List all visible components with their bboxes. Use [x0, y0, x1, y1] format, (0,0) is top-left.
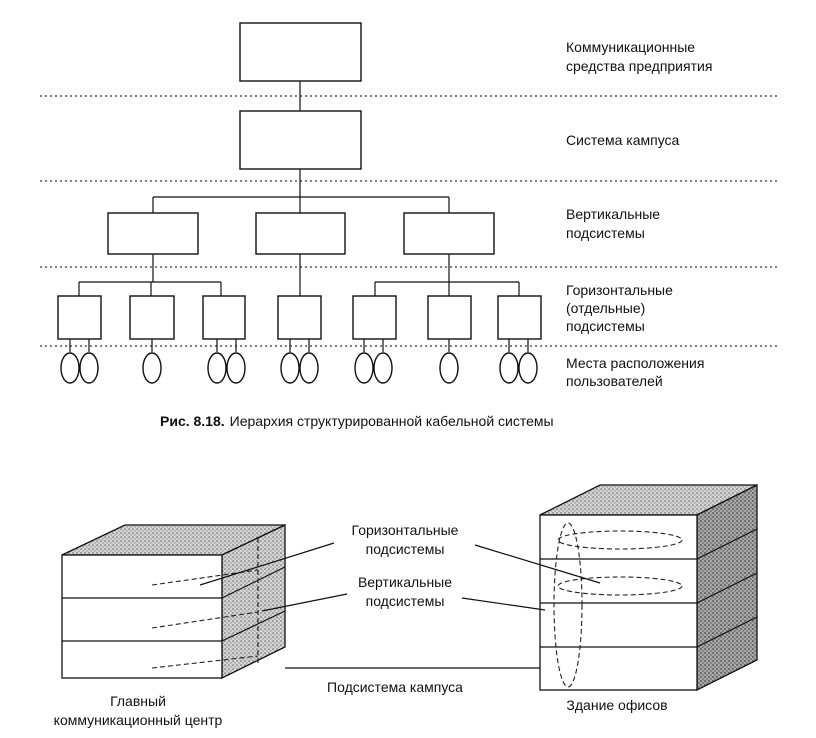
main-center-building	[61, 523, 286, 680]
office-building-label: Здание офисов	[566, 697, 667, 713]
main-center-label-2: коммуникационный центр	[54, 712, 223, 728]
figure-caption-number: Рис. 8.18.	[160, 413, 225, 429]
horizontal-box	[202, 295, 246, 340]
level-label-horizontal-1: Горизонтальные	[566, 282, 673, 298]
vertical-box	[255, 212, 346, 255]
horizontal-box	[352, 295, 397, 340]
building-front	[61, 554, 223, 679]
vertical-box	[403, 212, 495, 255]
office-building	[539, 483, 758, 692]
level-label-horizontal-2: (отдельные)	[566, 300, 645, 316]
hierarchy-diagram: Коммуникационные средства предприятия Си…	[40, 22, 780, 429]
horizontal-subsystems-label-1: Горизонтальные	[352, 522, 459, 538]
user-oval	[373, 352, 393, 384]
vertical-subsystems-label-1: Вертикальные	[358, 574, 452, 590]
horizontal-box	[427, 295, 472, 340]
horizontal-box	[497, 295, 542, 340]
horizontal-box	[129, 295, 175, 340]
level-label-vertical-1: Вертикальные	[566, 206, 660, 222]
level-label-campus: Система кампуса	[566, 132, 680, 148]
figure-caption-text: Иерархия структурированной кабельной сис…	[230, 413, 554, 429]
user-oval	[79, 352, 99, 384]
level-label-enterprise-2: средства предприятия	[566, 58, 712, 74]
user-locations	[60, 339, 538, 384]
level-label-vertical-2: подсистемы	[566, 225, 645, 241]
user-oval	[207, 352, 227, 384]
user-oval	[60, 352, 80, 384]
horizontal-box	[277, 295, 322, 340]
enterprise-box	[239, 22, 362, 82]
user-oval	[518, 352, 538, 384]
level-label-users-2: пользователей	[566, 373, 663, 389]
campus-subsystem-label: Подсистема кампуса	[327, 679, 463, 695]
horizontal-subsystems-label-2: подсистемы	[366, 541, 445, 557]
user-oval	[439, 352, 459, 384]
user-oval	[299, 352, 319, 384]
user-oval	[142, 352, 162, 384]
user-oval	[499, 352, 519, 384]
user-oval	[280, 352, 300, 384]
campus-box	[239, 110, 362, 170]
vertical-subsystems-label-2: подсистемы	[366, 593, 445, 609]
horizontal-box	[57, 295, 102, 340]
user-oval	[354, 352, 374, 384]
figure-caption: Рис. 8.18. Иерархия структурированной каб…	[160, 413, 554, 429]
level-label-users-1: Места расположения	[566, 355, 704, 371]
main-center-label-1: Главный	[110, 693, 166, 709]
vertical-box	[107, 212, 199, 255]
user-oval	[226, 352, 246, 384]
level-label-horizontal-3: подсистемы	[566, 318, 645, 334]
level-label-enterprise-1: Коммуникационные	[566, 39, 695, 55]
buildings-diagram: Горизонтальные подсистемы Вертикальные п…	[54, 483, 758, 728]
